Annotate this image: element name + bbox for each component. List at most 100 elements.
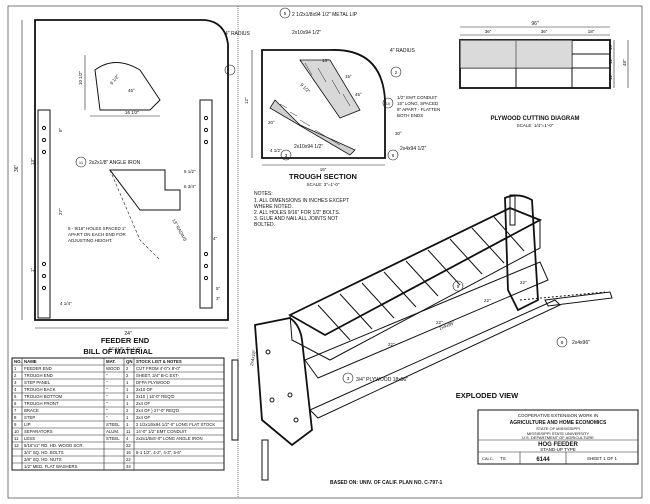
bom-cell: WOOD xyxy=(106,366,120,371)
svg-text:2: 2 xyxy=(395,70,398,75)
notes-block: NOTES: 1. ALL DIMENSIONS IN INCHES EXCEP… xyxy=(254,191,349,228)
mid-board-label: 2x4x95" xyxy=(439,320,456,331)
trough-section-outline xyxy=(261,49,386,159)
bom-cell: 7 xyxy=(14,408,17,413)
trough-body-side xyxy=(289,220,541,361)
bom-cell: 1 xyxy=(126,401,129,406)
dim-slope-13: 13" RADIUS xyxy=(171,218,188,242)
tb-drawing-title: HOG FEEDER xyxy=(538,442,578,448)
top-board-label: 2x4x96" xyxy=(572,340,590,346)
bom-cell: 2x4 OF } 27'-0" REQ'D xyxy=(136,408,179,413)
note-3: 3. GLUE AND NAIL ALL JOINTS NOT xyxy=(254,216,338,222)
plywood-h-2: 12" xyxy=(608,57,613,64)
bom-cell: 2 xyxy=(126,408,129,413)
tb-calc-label: CALC. xyxy=(482,456,494,461)
callout-2 xyxy=(390,66,402,78)
conduit-note-1: 1/2" EMT CONDUIT xyxy=(397,95,438,100)
notes-heading: NOTES: xyxy=(254,191,273,197)
plywood-seg-3: 18" xyxy=(588,29,595,34)
dim-step-5: 5 1/2" xyxy=(184,169,196,174)
bom-cell: 6 xyxy=(14,401,17,406)
bom-title: BILL OF MATERIAL xyxy=(83,347,153,356)
svg-text:10: 10 xyxy=(386,101,391,106)
bom-cell: TROUGH BACK xyxy=(24,387,56,392)
dim-width: 24" xyxy=(124,331,132,337)
plywood-seg-1: 36" xyxy=(485,29,492,34)
svg-text:3: 3 xyxy=(285,153,288,158)
bom-cell: " xyxy=(106,401,108,406)
tb-subtitle: STAND-UP TYPE xyxy=(540,447,576,452)
bom-cell: " xyxy=(106,394,108,399)
angle-iron-ex-2 xyxy=(261,439,269,481)
bom-cell: 2 xyxy=(14,373,17,378)
plywood-label: 3/4" PLYWOOD 18x96" xyxy=(356,377,408,383)
step-cutout xyxy=(109,169,181,211)
holes-note-1: 6 - 9/16" HOLES SPACED 1" xyxy=(68,226,127,231)
trough-dim-9: 9 1/2" xyxy=(299,82,311,94)
bom-cell: STEP PANEL xyxy=(24,380,51,385)
dim-upper-height: 10 1/2" xyxy=(78,70,83,85)
conduit-note-3: 8" APART - FLATTEN xyxy=(397,107,440,112)
plywood-title: PLYWOOD CUTTING DIAGRAM xyxy=(490,116,579,122)
bom-cell: 2 1/2x1/8x94 1/2"-0" LONG FLAT STOCK xyxy=(136,422,215,427)
svg-text:22": 22" xyxy=(520,280,527,285)
svg-text:3: 3 xyxy=(347,376,350,381)
bom-header-cell: STOCK LIST & NOTES xyxy=(136,359,182,364)
bom-header-cell: QN xyxy=(126,359,132,364)
bom-cell: 2x10 OF xyxy=(136,387,153,392)
bom-cell: " xyxy=(106,415,108,420)
bom-cell: 22 xyxy=(126,443,131,448)
bom-cell: " xyxy=(106,387,108,392)
bom-cell: 3 xyxy=(14,380,17,385)
note-2: 2. ALL HOLES 9/16" FOR 1/2" BOLTS. xyxy=(254,210,340,216)
tb-sheet: SHEET 1 OF 1 xyxy=(587,456,617,461)
sheet-border xyxy=(7,5,643,499)
tb-line-1: COOPERATIVE EXTENSION WORK IN xyxy=(518,413,598,418)
callout-11 xyxy=(75,156,87,168)
plywood-cutting-diagram: 96" 36" 36" 18" 18" 12" 12" 48" PLYWOOD … xyxy=(459,21,629,128)
note-3b: BOLTED. xyxy=(254,222,275,228)
tb-line-4: MISSISSIPPI STATE UNIVERSITY xyxy=(527,431,590,436)
bom-cell: TROUGH END xyxy=(24,373,53,378)
tb-line-5: U.S. DEPARTMENT OF AGRICULTURE xyxy=(522,435,594,440)
feeder-end-outline xyxy=(34,19,229,321)
based-on-note: BASED ON: UNIV. OF CALIF. PLAN NO. C-797… xyxy=(330,480,443,486)
radius-label: 4" RADIUS xyxy=(225,31,251,37)
plywood-scale: SCALE: 1/4"=1'-0" xyxy=(517,123,554,128)
bom-cell: 2x4 OF xyxy=(136,401,150,406)
svg-text:9: 9 xyxy=(457,284,460,289)
bom-cell: 1 xyxy=(126,394,129,399)
lower-board-label: 2x4x18" xyxy=(249,349,257,366)
bom-cell: 14'-0" 1/2" EMT CONDUIT xyxy=(136,429,187,434)
dim-height: 36" xyxy=(14,164,20,172)
bom-cell: SEPARATORS xyxy=(24,429,53,434)
adjustment-holes-right xyxy=(203,115,209,281)
board-side-label: 2x4x94 1/2" xyxy=(400,146,426,152)
callout-10 xyxy=(382,97,394,109)
trough-dim-width: 16" xyxy=(320,167,327,172)
trough-dim-15: 15° xyxy=(345,74,352,79)
dim-side-27: 27" xyxy=(58,208,63,215)
plywood-total-h: 48" xyxy=(622,59,627,66)
bom-cell: 3/8" SQ. HD. NUTS xyxy=(24,457,62,462)
bom-cell: 4 xyxy=(126,436,129,441)
board-top-label: 2x10x94 1/2" xyxy=(292,30,321,36)
angle-iron-ex-3 xyxy=(509,194,516,226)
plywood-cut-area xyxy=(460,40,572,68)
tb-number: 6144 xyxy=(536,457,550,463)
bom-cell: 2 xyxy=(126,373,129,378)
bom-cell: LIP xyxy=(24,422,31,427)
callout-8 xyxy=(556,336,568,348)
bom-header-cell: NO. xyxy=(14,359,22,364)
tb-line-3: STATE OF MISSISSIPPI xyxy=(536,426,580,431)
holes-note-2: APART ON EACH END FOR xyxy=(68,232,127,237)
note-1: 1. ALL DIMENSIONS IN INCHES EXCEPT xyxy=(254,198,349,204)
bom-cell: 1 xyxy=(126,387,129,392)
plywood-h-1: 18" xyxy=(608,43,613,50)
callout-6 xyxy=(387,149,399,161)
trough-notch xyxy=(94,62,161,111)
callout-5 xyxy=(279,7,291,19)
callout-3 xyxy=(280,149,292,161)
bom-cell: STEEL xyxy=(106,422,120,427)
